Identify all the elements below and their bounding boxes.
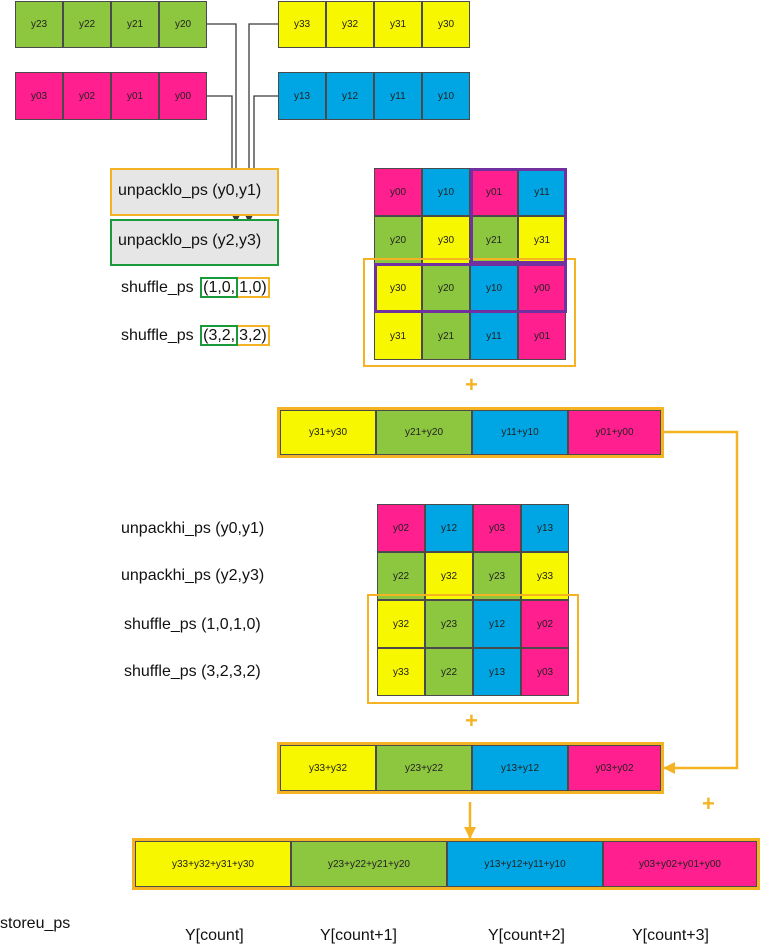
wire-y0-to-unpacklo xyxy=(207,95,236,183)
input-cell: y31 xyxy=(374,1,422,48)
grid-cell: y30 xyxy=(374,264,422,312)
grid-lo-row3-outline xyxy=(374,263,567,313)
shuffle-lo-2-arg-a: (3,2, xyxy=(200,325,239,346)
plus-sign-lo: + xyxy=(465,372,478,397)
grid-lo-top-right-outline xyxy=(470,168,567,264)
sum-cell: y01+y00 xyxy=(568,410,661,455)
input-cell: y03 xyxy=(15,72,63,120)
grid-cell: y10 xyxy=(470,264,518,312)
grid-cell: y20 xyxy=(374,216,422,264)
grid-cell: y10 xyxy=(422,168,470,216)
input-cell: y01 xyxy=(111,72,159,120)
input-cell: y21 xyxy=(111,1,159,48)
grid-cell: y12 xyxy=(425,504,473,552)
output-label: Y[count+2] xyxy=(488,927,565,944)
grid-cell: y11 xyxy=(470,312,518,360)
grid-cell: y00 xyxy=(374,168,422,216)
grid-cell: y22 xyxy=(377,552,425,600)
grid-cell: y21 xyxy=(422,312,470,360)
unpacklo-23-label: unpacklo_ps (y2,y3) xyxy=(118,232,262,249)
final-sum-cell: y23+y22+y21+y20 xyxy=(291,841,447,887)
grid-cell: y22 xyxy=(425,648,473,696)
grid-lo-shuffle-outline xyxy=(363,258,576,367)
unpackhi-01-label: unpackhi_ps (y0,y1) xyxy=(121,520,265,537)
grid-cell: y32 xyxy=(425,552,473,600)
storeu-label: storeu_ps xyxy=(0,915,71,932)
shuffle-lo-1-arg-a: (1,0, xyxy=(200,277,239,298)
sum-final-row: y33+y32+y31+y30 y23+y22+y21+y20 y13+y12+… xyxy=(132,838,760,890)
shuffle-lo-1-label: shuffle_ps (1,0,1,0) xyxy=(121,277,270,298)
shuffle-lo-1-name: shuffle_ps xyxy=(121,279,194,296)
unpackhi-23-label: unpackhi_ps (y2,y3) xyxy=(121,567,265,584)
shuffle-lo-2-label: shuffle_ps (3,2,3,2) xyxy=(121,325,270,346)
input-cell: y13 xyxy=(278,72,326,120)
shuffle-lo-2-arg-b: 3,2) xyxy=(238,325,270,346)
unpacklo-01-box xyxy=(110,168,279,216)
wire-y1-to-unpacklo xyxy=(250,95,278,183)
output-label: Y[count+3] xyxy=(632,927,709,944)
grid-cell: y31 xyxy=(518,216,566,264)
sum-cell: y21+y20 xyxy=(376,410,472,455)
input-cell: y30 xyxy=(422,1,470,48)
grid-cell: y23 xyxy=(473,552,521,600)
grid-cell: y13 xyxy=(521,504,569,552)
shuffle-lo-1-arg-b: 1,0) xyxy=(238,277,270,298)
sum-hi-row: y33+y32 y23+y22 y13+y12 y03+y02 xyxy=(277,742,664,794)
output-label: Y[count+1] xyxy=(320,927,397,944)
shuffle-hi-1-label: shuffle_ps (1,0,1,0) xyxy=(124,616,261,633)
input-cell: y20 xyxy=(159,1,207,48)
wire-y3-to-unpacklo xyxy=(245,23,278,223)
input-cell: y22 xyxy=(63,1,111,48)
grid-cell: y21 xyxy=(470,216,518,264)
final-sum-cell: y03+y02+y01+y00 xyxy=(603,841,757,887)
grid-cell: y11 xyxy=(518,168,566,216)
wire-y2-to-unpacklo xyxy=(207,23,240,223)
sum-cell: y13+y12 xyxy=(472,745,568,791)
input-cell: y23 xyxy=(15,1,63,48)
input-cell: y12 xyxy=(326,72,374,120)
input-cell: y33 xyxy=(278,1,326,48)
sum-cell: y31+y30 xyxy=(280,410,376,455)
sum-cell: y03+y02 xyxy=(568,745,661,791)
sum-cell: y11+y10 xyxy=(472,410,568,455)
grid-cell: y20 xyxy=(422,264,470,312)
grid-cell: y23 xyxy=(425,600,473,648)
input-cell: y00 xyxy=(159,72,207,120)
plus-sign-final: + xyxy=(702,791,715,816)
input-cell: y32 xyxy=(326,1,374,48)
output-label: Y[count] xyxy=(185,927,244,944)
input-cell: y10 xyxy=(422,72,470,120)
wire-sum-lo-to-sum-hi xyxy=(663,430,739,774)
grid-cell: y13 xyxy=(473,648,521,696)
grid-hi-shuffle-outline xyxy=(367,594,579,704)
grid-cell: y01 xyxy=(470,168,518,216)
sum-lo-row: y31+y30 y21+y20 y11+y10 y01+y00 xyxy=(277,407,664,458)
grid-cell: y33 xyxy=(377,648,425,696)
grid-cell: y31 xyxy=(374,312,422,360)
unpacklo-01-label: unpacklo_ps (y0,y1) xyxy=(118,182,262,199)
plus-sign-hi: + xyxy=(465,708,478,733)
sum-cell: y23+y22 xyxy=(376,745,472,791)
grid-cell: y30 xyxy=(422,216,470,264)
sum-cell: y33+y32 xyxy=(280,745,376,791)
grid-cell: y03 xyxy=(521,648,569,696)
final-sum-cell: y33+y32+y31+y30 xyxy=(135,841,291,887)
final-sum-cell: y13+y12+y11+y10 xyxy=(447,841,603,887)
input-cell: y11 xyxy=(374,72,422,120)
shuffle-lo-2-name: shuffle_ps xyxy=(121,327,194,344)
grid-cell: y02 xyxy=(521,600,569,648)
grid-cell: y32 xyxy=(377,600,425,648)
shuffle-hi-2-label: shuffle_ps (3,2,3,2) xyxy=(124,663,261,680)
grid-cell: y12 xyxy=(473,600,521,648)
grid-cell: y33 xyxy=(521,552,569,600)
input-cell: y02 xyxy=(63,72,111,120)
grid-cell: y02 xyxy=(377,504,425,552)
grid-cell: y03 xyxy=(473,504,521,552)
unpacklo-23-box xyxy=(110,219,279,266)
